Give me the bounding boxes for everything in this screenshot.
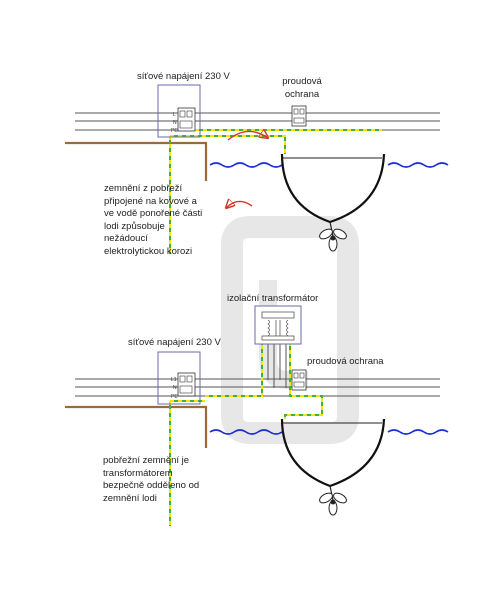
propeller-icon [319, 492, 347, 516]
top-note-line: nežádoucí [104, 233, 148, 244]
top-rcd-device [291, 105, 307, 127]
bottom-note: pobřežní zemnění je transformátorem bezp… [103, 455, 199, 505]
bottom-rcd-label: proudová ochrana [307, 356, 384, 367]
top-scene: L N PE [65, 84, 449, 254]
top-terminal-n: N [173, 120, 177, 126]
water-left [209, 162, 283, 168]
bottom-note-line: bezpečně odděleno od [103, 480, 200, 491]
bottom-rcd-device [291, 369, 307, 391]
bottom-note-line: transformátorem [103, 467, 173, 479]
pier [65, 405, 208, 448]
bottom-scene: L1 N PE [65, 305, 449, 526]
water-right [387, 162, 449, 168]
top-rcd-label: proudová ochrana [270, 76, 334, 101]
water-right [387, 429, 449, 435]
top-note-line: lodi způsobuje [104, 220, 165, 232]
bottom-breaker [177, 372, 196, 397]
bottom-supply-box [157, 351, 201, 405]
top-terminal-pe: PE [171, 128, 178, 134]
boat-hull [280, 153, 386, 224]
bottom-terminal-pe: PE [171, 394, 178, 400]
top-earth-line [169, 129, 382, 254]
top-note-line: elektrolytickou korozi [104, 245, 193, 257]
top-mains-label: síťové napájení 230 V [137, 71, 230, 82]
top-note-line: zemnění z pobřeží [104, 183, 183, 194]
propeller-shaft [329, 221, 334, 237]
top-note: zemnění z pobřeží připojené na kovové a … [104, 183, 202, 258]
corrosion-arrow-icon [227, 131, 268, 141]
water-left [209, 429, 283, 435]
propeller-shaft [329, 485, 334, 501]
top-note-line: ve vodě ponořené části [104, 208, 203, 219]
isolation-transformer [254, 305, 302, 345]
bottom-note-line: zemnění lodi [103, 492, 157, 504]
propeller-icon [319, 228, 347, 252]
transformer-label: izolační transformátor [227, 293, 319, 304]
top-breaker [177, 107, 196, 132]
bottom-mains-label: síťové napájení 230 V [128, 337, 221, 348]
top-note-line: připojené na kovové a [104, 195, 197, 207]
transformer-wires [267, 342, 287, 388]
pier [65, 141, 208, 181]
top-rcd-label-line: proudová [282, 76, 322, 87]
top-supply-box [157, 84, 201, 138]
bottom-terminal-l1: L1 [171, 377, 177, 383]
top-terminal-l: L [173, 112, 176, 118]
bottom-note-line: pobřežní zemnění je [103, 455, 190, 466]
corrosion-arrow-icon [226, 201, 253, 208]
top-rcd-label-line: ochrana [284, 88, 320, 100]
bottom-terminal-n: N [173, 385, 177, 391]
bottom-earth-line [169, 342, 323, 526]
